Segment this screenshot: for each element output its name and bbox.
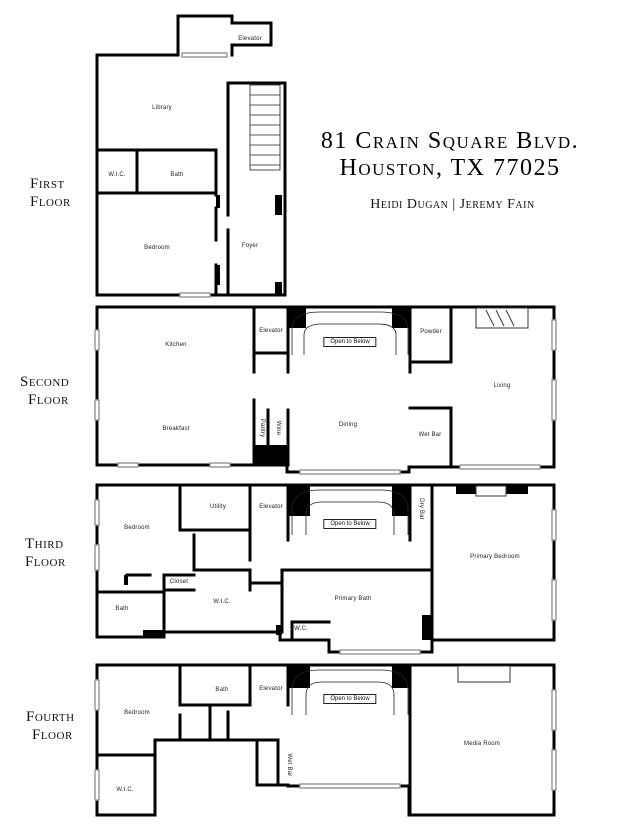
room-label-living: Living [493,383,511,389]
fireplaces [457,307,529,683]
room-label-pantry: Pantry [259,418,265,438]
first-floor-plan [95,14,287,297]
room-label-kitchen: Kitchen [165,342,187,348]
fourth-floor-label: Fourth Floor [26,708,75,744]
stair-label-open-to-below-3: Open to Below [323,519,377,529]
agent-names: Heidi Dugan | Jeremy Fain [370,197,535,212]
first-floor-label-line1: First [30,176,65,192]
second-floor-label-line1: Second [20,374,70,390]
room-label-wic-3: W.I.C. [213,599,231,605]
room-label-primary-bath: Primary Bath [334,596,372,602]
second-floor-plan [95,305,556,474]
room-label-media-room: Media Room [463,741,501,747]
first-floor-label-line2: Floor [30,194,71,210]
room-label-wet-bar-4: Wet Bar [286,753,292,777]
first-floor-label: First Floor [30,175,71,211]
staircases [249,84,409,715]
address-line-1: 81 Crain Square Blvd. [320,128,580,154]
fourth-floor-label-line1: Fourth [26,709,75,725]
room-label-bedroom-1: Bedroom [144,245,170,251]
fourth-floor-plan [95,663,556,817]
second-floor-label-line2: Floor [28,392,69,408]
room-label-foyer: Foyer [241,243,259,249]
third-floor-plan [95,483,556,654]
room-label-dry-bar: Dry Bar [418,498,424,520]
third-floor-label-line2: Floor [25,554,66,570]
room-label-bedroom-3: Bedroom [124,525,150,531]
room-label-utility: Utility [209,504,227,510]
room-label-wet-bar-2: Wet Bar [418,432,442,438]
room-label-elevator-2: Elevator [259,328,283,334]
room-label-powder: Powder [420,329,442,335]
room-label-bedroom-4: Bedroom [124,710,150,716]
room-label-elevator-4: Elevator [259,686,283,692]
room-label-wic-4: W.I.C. [116,787,134,793]
room-label-primary-bedroom: Primary Bedroom [470,554,520,560]
room-label-dining: Dining [338,422,358,428]
room-label-bath-1: Bath [170,172,184,178]
room-label-elevator-3: Elevator [259,504,283,510]
wall-columns [124,195,528,688]
fourth-floor-label-line2: Floor [32,727,73,743]
stair-label-open-to-below-4: Open to Below [323,694,377,704]
room-label-closet: Closet [169,579,189,585]
room-label-library: Library [152,105,172,111]
second-floor-label: Second Floor [20,373,69,409]
room-label-bath-3: Bath [115,606,129,612]
address-line-2: Houston, TX 77025 [339,155,561,181]
third-floor-label: Third Floor [25,535,66,571]
stair-label-open-to-below-2: Open to Below [323,337,377,347]
room-label-elevator-1: Elevator [238,36,262,42]
third-floor-label-line1: Third [25,536,64,552]
room-label-bath-4: Bath [215,687,229,693]
room-label-breakfast: Breakfast [162,426,190,432]
room-label-wic-1: W.I.C. [108,172,126,178]
room-label-wine: Wine [275,420,281,436]
room-label-wc: W.C. [294,626,308,632]
windows [94,52,557,801]
